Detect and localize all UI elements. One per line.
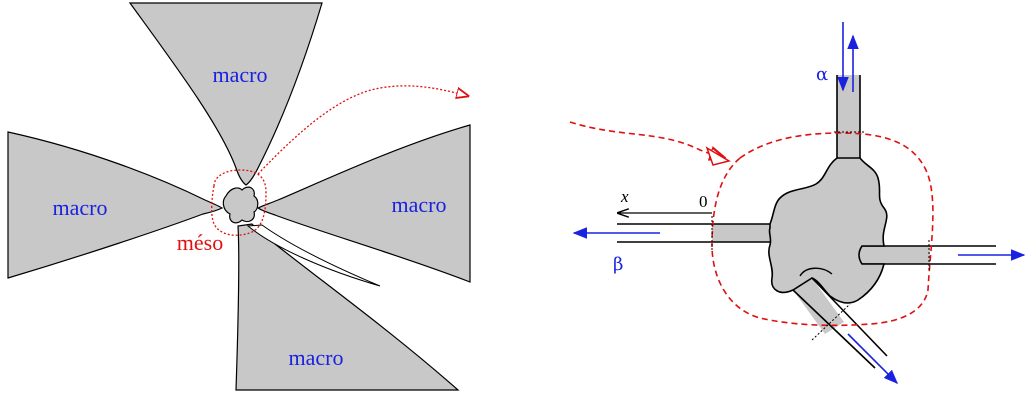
macro-label-top: macro [213,62,268,87]
incoming-zoom-arrow [569,121,724,158]
macro-reservoir-right [256,124,471,283]
beta-label: β [613,254,623,275]
alpha-label: α [816,64,828,85]
macro-reservoir-top [128,2,323,186]
origin-label: 0 [699,192,708,211]
meso-label: méso [177,230,223,255]
left-panel: macro macro macro macro méso [7,2,471,391]
right-panel: x 0 α β [569,22,1026,385]
diagonal-lead-arrow [847,333,899,385]
cavity [768,157,888,304]
meso-blob [222,186,259,224]
macro-label-bottom: macro [289,345,344,370]
lead-diagonal [793,278,844,334]
x-axis-label: x [620,187,629,206]
zoom-arrow [257,85,468,175]
lead-right [860,246,930,264]
macro-label-right: macro [392,192,447,217]
lead-left [712,224,782,242]
macro-label-left: macro [53,195,108,220]
macro-reservoir-left [7,131,224,279]
meso-zoom-circle [211,169,267,236]
cavity-boundary [711,132,934,327]
